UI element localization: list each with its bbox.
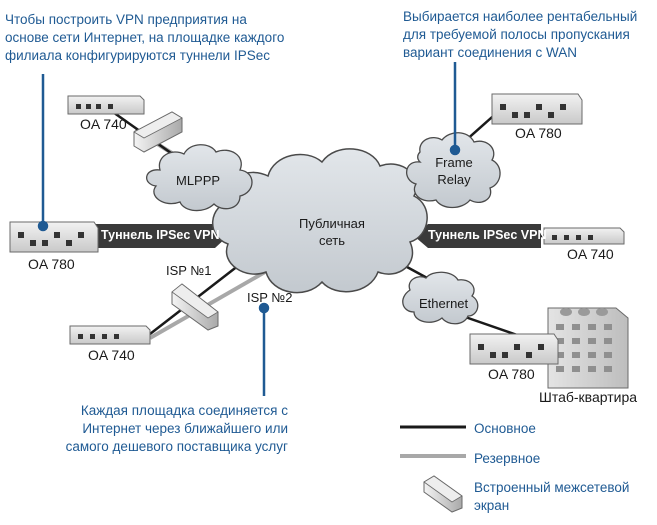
backup-link-bottom-left <box>149 266 273 340</box>
note-top-right: Выбирается наиболее рентабельный для тре… <box>403 9 638 60</box>
label-isp1: ISP №1 <box>166 263 212 278</box>
label-frame-relay: Frame Relay <box>435 155 473 187</box>
device-oa740-bottom-left <box>69 325 151 345</box>
label-device-mid-right: OA 740 <box>567 246 614 262</box>
label-device-mid-left: OA 780 <box>28 256 75 272</box>
note-top-left: Чтобы построить VPN предприятия на основ… <box>5 12 285 63</box>
device-oa780-mid-left <box>9 221 99 253</box>
public-network-cloud <box>211 148 428 294</box>
note-bottom: Каждая площадка соединяется с Интернет ч… <box>65 403 288 454</box>
hq-building <box>547 307 629 389</box>
device-oa740-top-left <box>67 95 145 115</box>
label-mlppp: MLPPP <box>176 173 221 188</box>
label-hq: Штаб-квартира <box>539 389 638 405</box>
legend-firewall-icon <box>423 475 463 513</box>
firewall-top-left <box>133 111 183 153</box>
label-device-top-right: OA 780 <box>515 125 562 141</box>
mlppp-cloud <box>146 144 253 212</box>
label-device-bottom-left: OA 740 <box>88 347 135 363</box>
device-oa740-mid-right <box>543 227 625 245</box>
legend-primary-label: Основное <box>474 421 536 436</box>
frame-relay-cloud <box>406 132 501 209</box>
legend-firewall-label: Встроенный межсетевой экран <box>474 480 630 513</box>
legend-backup-label: Резервное <box>474 451 541 466</box>
label-device-bottom-right: OA 780 <box>488 366 535 382</box>
tunnel-band-left <box>96 224 228 248</box>
label-tunnel-left: Туннель IPSec VPN <box>101 228 220 242</box>
callout-lines <box>37 62 461 396</box>
device-oa780-bottom-right <box>469 333 559 365</box>
device-oa780-top-right <box>491 93 583 125</box>
label-public-network: Публичная сеть <box>299 216 365 248</box>
firewall-isp <box>171 283 219 331</box>
label-tunnel-right: Туннель IPSec VPN <box>428 228 547 242</box>
ethernet-cloud <box>402 271 479 325</box>
tunnel-band-right <box>414 224 541 248</box>
label-device-top-left: OA 740 <box>80 116 127 132</box>
legend-symbols <box>400 425 466 513</box>
label-isp2: ISP №2 <box>247 290 293 305</box>
label-ethernet: Ethernet <box>419 296 469 311</box>
